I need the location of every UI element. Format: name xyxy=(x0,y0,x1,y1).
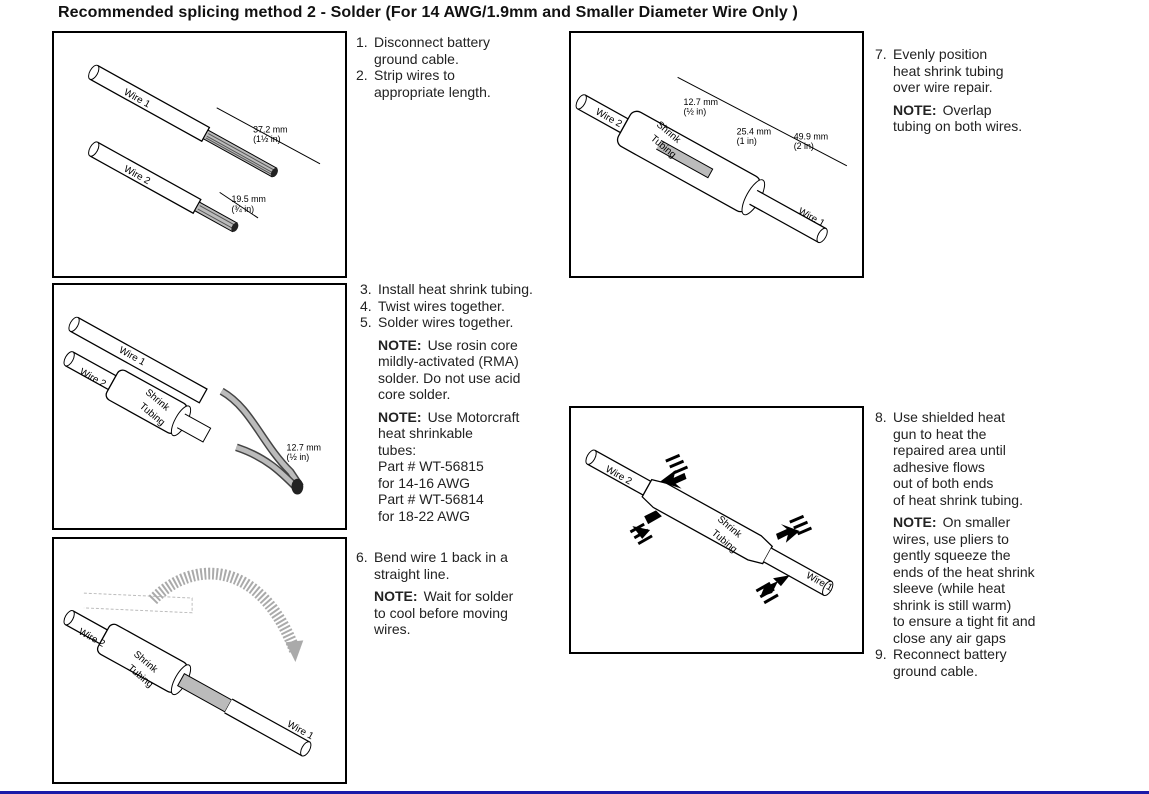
strip-wires-illustration: Wire 1 Wire 2 37.2 mm (1½ in) 19.5 mm (¾… xyxy=(88,64,321,233)
page-title: Recommended splicing method 2 - Solder (… xyxy=(58,4,798,21)
step-4: 4. Twist wires together. xyxy=(360,298,533,315)
note-label: NOTE: xyxy=(893,514,937,530)
step-7-text: Evenly position heat shrink tubing over … xyxy=(893,46,1004,95)
fig2-dim-in: (½ in) xyxy=(287,452,310,462)
bend-wire-illustration: Wire 2 Shrink Tubing Wire 1 xyxy=(63,567,315,757)
step-7: 7. Evenly position heat shrink tubing ove… xyxy=(875,46,1022,135)
step-5-number: 5. xyxy=(360,314,372,330)
step-2: 2. Strip wires to appropriate length. xyxy=(356,67,491,100)
step-8-text: Use shielded heat gun to heat the repair… xyxy=(893,409,1023,508)
fig4-dim3-mm: 49.9 mm xyxy=(794,131,828,141)
step-5: 5.Solder wires together. NOTE:Use rosin … xyxy=(360,314,533,524)
fig1-dim1-in: (1½ in) xyxy=(253,134,281,144)
step-1: 1. Disconnect battery ground cable. xyxy=(356,34,491,67)
fig4-dim2-mm: 25.4 mm xyxy=(737,126,771,136)
step-6-note: NOTE:Wait for solder to cool before movi… xyxy=(374,588,513,638)
steps-3-5: 3. Install heat shrink tubing. 4. Twist wi… xyxy=(360,281,533,524)
fig2-dim-mm: 12.7 mm xyxy=(287,442,321,452)
step-4-number: 4. xyxy=(360,297,372,314)
fig1-dim2-in: (¾ in) xyxy=(231,204,254,214)
note-label: NOTE: xyxy=(893,101,937,118)
step-6: 6. Bend wire 1 back in a straight line. N… xyxy=(356,549,513,638)
wire-2-drawing xyxy=(88,141,239,233)
note-text: Use rosin core mildly-activated (RMA) so… xyxy=(378,336,521,403)
step-5-note-motorcraft: NOTE:Use Motorcraft heat shrinkable tube… xyxy=(378,409,533,525)
fig4-dim3-in: (2 in) xyxy=(794,141,814,151)
step-1-number: 1. xyxy=(356,34,368,50)
step-6-number: 6. xyxy=(356,549,368,565)
heat-tubing-illustration: Wire 2 Shrink Tubing Wire 1 xyxy=(585,449,834,605)
step-5-note-rma: NOTE:Use rosin core mildly-activated (RM… xyxy=(378,337,533,403)
step-4-text: Twist wires together. xyxy=(378,297,505,314)
fig4-dim1-mm: 12.7 mm xyxy=(684,97,718,107)
note-text: On smaller wires, use pliers to gently s… xyxy=(893,514,1036,646)
step-2-number: 2. xyxy=(356,67,368,83)
figure-heat-tubing: Wire 2 Shrink Tubing Wire 1 xyxy=(569,406,864,654)
fig4-dim2-in: (1 in) xyxy=(737,136,757,146)
figure-install-tubing: Wire 1 Wire 2 Shrink Tubing 12.7 mm (½ i… xyxy=(52,283,347,530)
figure-strip-wires: Wire 1 Wire 2 37.2 mm (1½ in) 19.5 mm (¾… xyxy=(52,31,347,278)
steps-8-9: 8. Use shielded heat gun to heat the repa… xyxy=(875,409,1035,679)
fig1-dim2-mm: 19.5 mm xyxy=(231,194,265,204)
step-8-number: 8. xyxy=(875,409,887,425)
figure-bend-wire: Wire 2 Shrink Tubing Wire 1 xyxy=(52,537,347,784)
note-text: Use Motorcraft heat shrinkable tubes: Pa… xyxy=(378,408,520,524)
steps-1-2: 1. Disconnect battery ground cable. 2. Str… xyxy=(356,34,491,100)
step-5-text: Solder wires together. xyxy=(378,314,514,330)
step-1-text: Disconnect battery ground cable. xyxy=(374,34,490,67)
step-3: 3. Install heat shrink tubing. xyxy=(360,281,533,298)
note-text: Overlap tubing on both wires. xyxy=(893,101,1023,135)
note-label: NOTE: xyxy=(378,336,422,353)
bottom-divider xyxy=(0,791,1149,794)
step-9: 9. Reconnect battery ground cable. xyxy=(875,646,1035,679)
steps-7: 7. Evenly position heat shrink tubing ove… xyxy=(875,46,1022,135)
step-9-number: 9. xyxy=(875,646,887,662)
note-text: Wait for solder to cool before moving wi… xyxy=(374,588,514,637)
step-9-text: Reconnect battery ground cable. xyxy=(893,646,1007,679)
note-label: NOTE: xyxy=(378,408,422,425)
step-3-number: 3. xyxy=(360,281,372,297)
figure-position-tubing: Wire 2 Shrink Tubing Wire 1 12.7 mm (½ i… xyxy=(569,31,864,278)
wire-1-drawing xyxy=(88,64,278,178)
step-2-text: Strip wires to appropriate length. xyxy=(374,67,491,100)
note-label: NOTE: xyxy=(374,588,418,604)
step-8: 8. Use shielded heat gun to heat the repa… xyxy=(875,409,1035,646)
step-7-number: 7. xyxy=(875,46,887,62)
install-tubing-illustration: Wire 1 Wire 2 Shrink Tubing 12.7 mm (½ i… xyxy=(63,316,321,495)
step-7-note: NOTE:Overlap tubing on both wires. xyxy=(893,102,1022,135)
step-8-note: NOTE:On smaller wires, use pliers to gen… xyxy=(893,514,1035,646)
fig4-dim1-in: (½ in) xyxy=(684,107,707,117)
steps-6: 6. Bend wire 1 back in a straight line. N… xyxy=(356,549,513,638)
position-tubing-illustration: Wire 2 Shrink Tubing Wire 1 12.7 mm (½ i… xyxy=(575,76,848,244)
fig1-dim1-mm: 37.2 mm xyxy=(253,124,287,134)
step-6-text: Bend wire 1 back in a straight line. xyxy=(374,549,508,582)
step-3-text: Install heat shrink tubing. xyxy=(378,281,533,297)
